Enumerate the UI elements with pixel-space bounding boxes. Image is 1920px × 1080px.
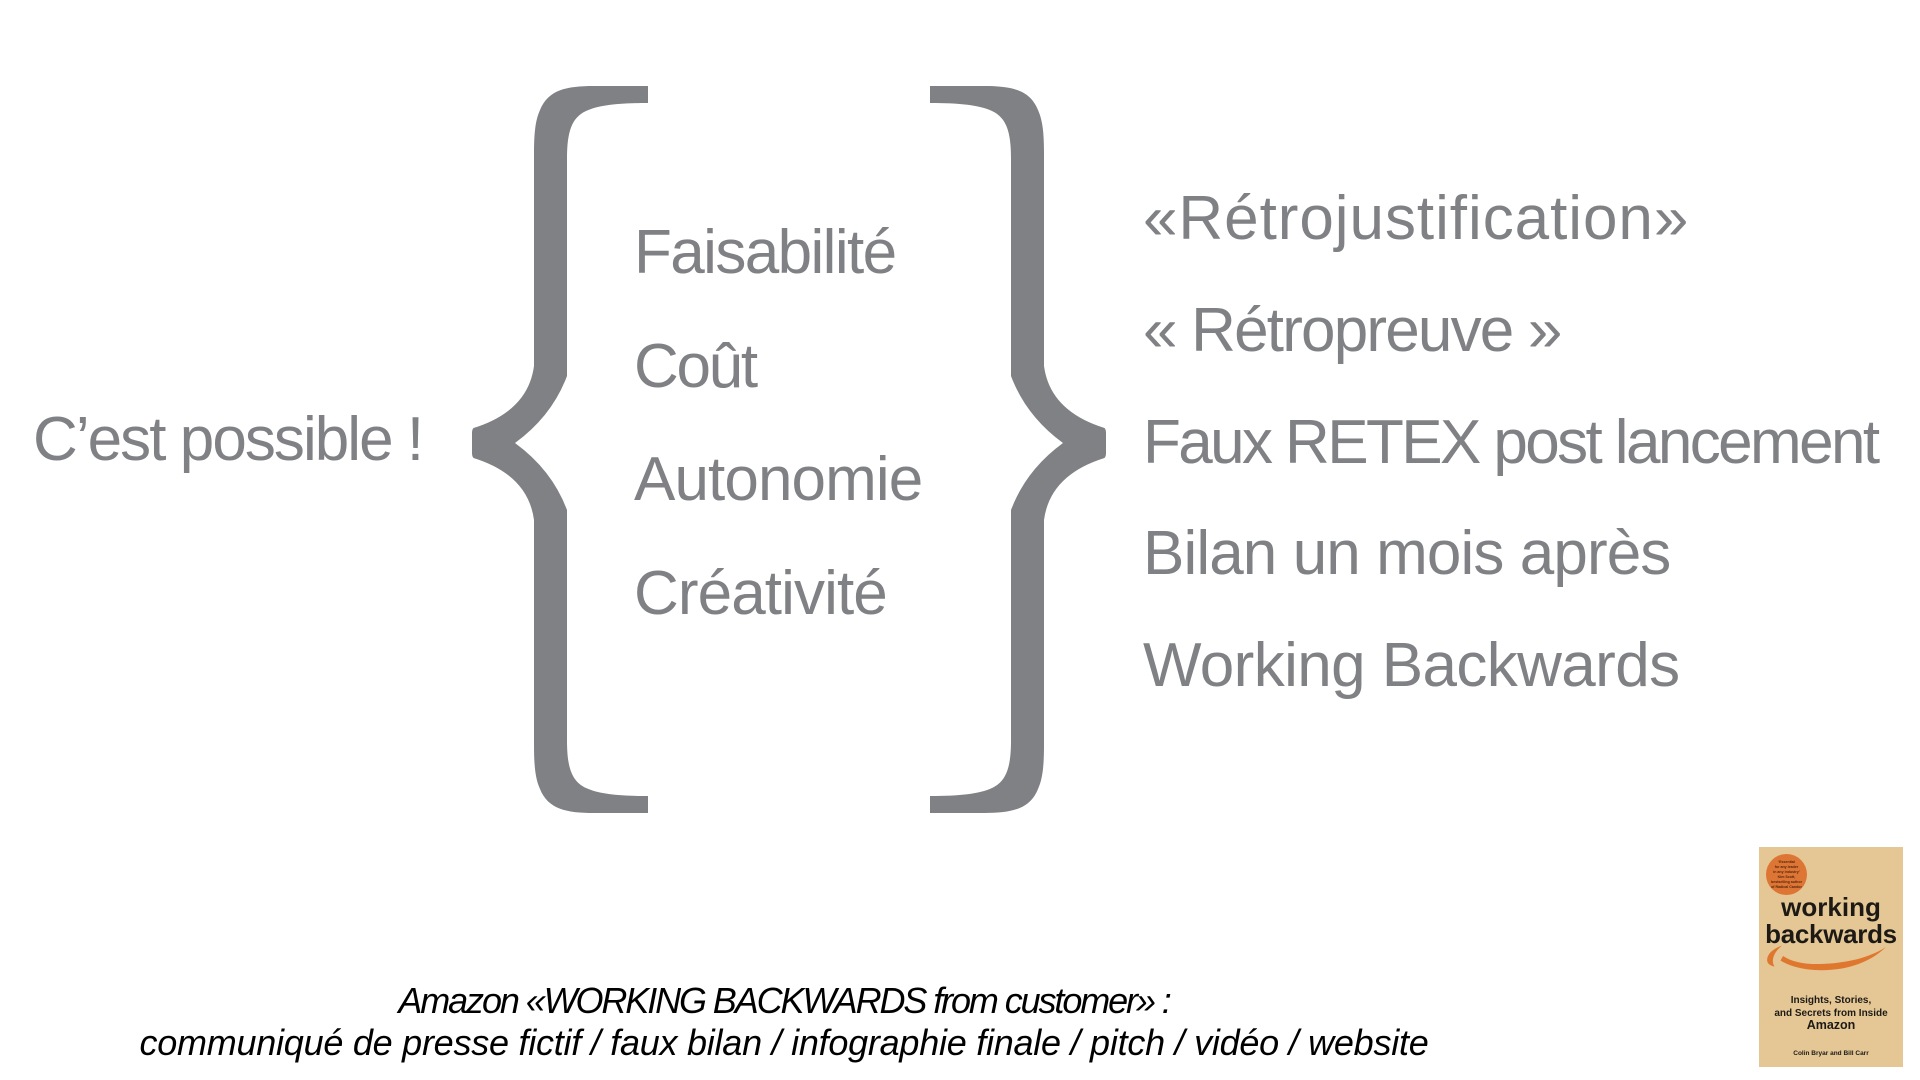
right-list-item: « Rétropreuve » <box>1143 295 1562 365</box>
right-list-item: Faux RETEX post lancement <box>1143 407 1880 477</box>
right-list: «Rétrojustification» « Rétropreuve » Fau… <box>1143 163 1880 722</box>
right-list-item: Bilan un mois après <box>1143 519 1671 589</box>
badge-line: bestselling author <box>1771 879 1802 884</box>
right-list-item: «Rétrojustification» <box>1143 184 1690 253</box>
book-title-line-2: backwards <box>1765 919 1897 949</box>
badge-line: ‘Essential <box>1778 859 1795 864</box>
footer-caption: Amazon «WORKING BACKWARDS from customer»… <box>0 980 1568 1064</box>
center-list-item: Faisabilité <box>634 218 897 287</box>
right-brace <box>930 86 1106 813</box>
left-label: C’est possible ! <box>33 405 424 474</box>
amazon-smile-arrow-icon <box>1767 945 1886 971</box>
badge-line: for any leader <box>1774 864 1799 869</box>
badge-line: Kim Scott, <box>1777 874 1796 879</box>
book-authors: Colin Bryar and Bill Carr <box>1793 1050 1869 1057</box>
footer-line-1: Amazon «WORKING BACKWARDS from customer»… <box>398 980 1171 1021</box>
footer-line-2: communiqué de presse fictif / faux bilan… <box>139 1022 1429 1063</box>
book-cover: ‘Essential for any leader in any industr… <box>1759 847 1903 1067</box>
center-list-item: Coût <box>634 331 758 401</box>
center-list: Faisabilité Coût Autonomie Créativité <box>634 196 923 651</box>
book-title-line-1: working <box>1781 892 1881 922</box>
badge-line: of Radical Candor <box>1771 884 1802 889</box>
center-list-item: Autonomie <box>634 445 923 515</box>
book-subtitle-line-2: and Secrets from Inside <box>1774 1008 1888 1020</box>
book-subtitle-amazon: Amazon <box>1806 1018 1856 1032</box>
right-list-item: Working Backwards <box>1143 631 1680 700</box>
book-endorsement-badge: ‘Essential for any leader in any industr… <box>1766 854 1807 895</box>
book-subtitle: Insights, Stories, and Secrets from Insi… <box>1759 994 1903 1021</box>
left-brace <box>472 86 648 813</box>
badge-line: in any industry’ <box>1773 869 1800 874</box>
center-list-item: Créativité <box>634 559 888 629</box>
book-subtitle-line-1: Insights, Stories, <box>1790 995 1872 1006</box>
